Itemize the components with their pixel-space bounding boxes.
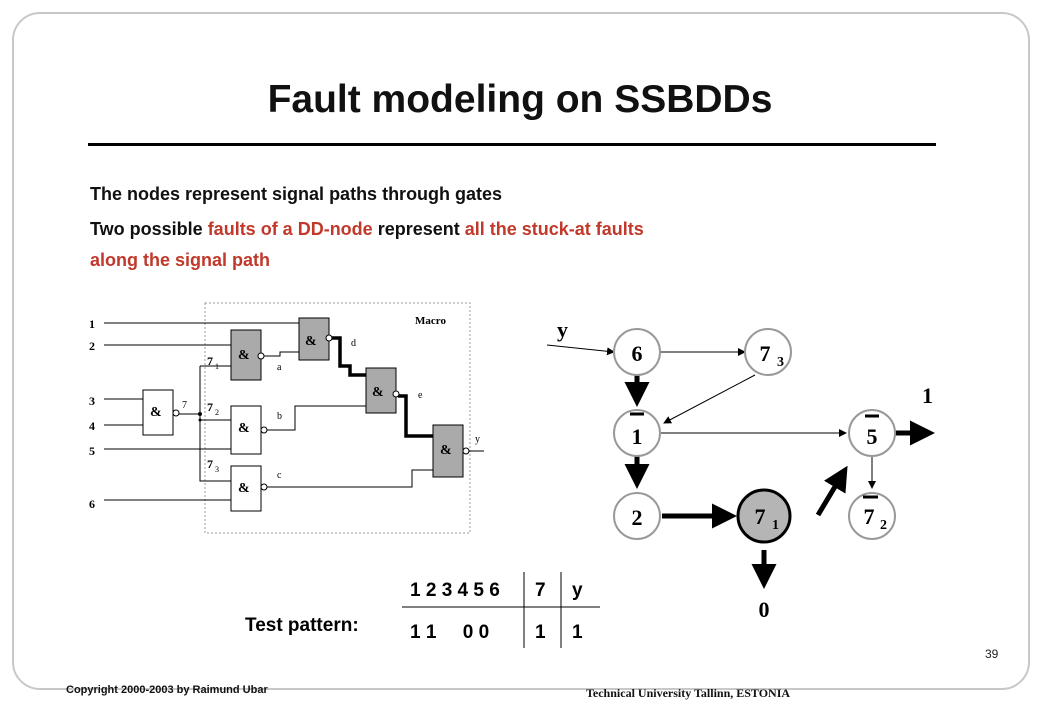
gate-7: [142, 389, 174, 436]
ssbdd-node-6-label: 6: [632, 341, 643, 366]
gate-b-label: &: [238, 421, 250, 436]
ssbdd-node-7-3-label: 7: [760, 341, 771, 366]
bullet-text-1: The nodes represent signal paths through…: [90, 184, 503, 204]
gate-c: [230, 465, 262, 512]
gate-circuit: Macro 1 2 3 4 5 6: [89, 302, 484, 534]
bullet-text-2: Two possible faults of a DD-node represe…: [90, 219, 644, 239]
gate-7-label: &: [150, 405, 162, 420]
test-pattern-header-inputs: 1 2 3 4 5 6: [410, 580, 500, 601]
branch-7-3-label: 7: [207, 457, 213, 471]
ssbdd-node-7-2-label: 7: [864, 504, 875, 529]
ssbdd-graph: y 6 7 3 1 5 2 7 1 7 2 1: [546, 317, 935, 622]
signal-e-label: e: [418, 390, 423, 401]
gate-a-label: &: [238, 348, 250, 363]
test-pattern-values-inputs: 1 1 0 0: [410, 622, 489, 643]
signal-y-label: y: [475, 434, 480, 445]
ssbdd-terminal-0: 0: [759, 597, 770, 622]
slide-title: Fault modeling on SSBDDs: [267, 78, 773, 121]
signal-d-label: d: [351, 338, 356, 349]
signal-c-label: c: [277, 470, 282, 481]
ssbdd-node-7-1-sub: 1: [772, 518, 779, 533]
input-label-5: 5: [89, 444, 95, 458]
ssbdd-node-2-label: 2: [632, 505, 643, 530]
slide-frame: [12, 12, 1030, 690]
ssbdd-node-5-label: 5: [867, 424, 878, 449]
input-label-1: 1: [89, 317, 95, 331]
ssbdd-node-7-2-sub: 2: [880, 518, 887, 533]
ssbdd-node-1: [613, 409, 661, 457]
copyright-notice: Copyright 2000-2003 by Raimund Ubar: [66, 684, 268, 696]
input-label-2: 2: [89, 339, 95, 353]
gate-a: [230, 329, 262, 381]
branch-7-1-sub: 1: [215, 362, 219, 371]
ssbdd-node-7-1-label: 7: [755, 504, 766, 529]
gate-c-label: &: [238, 481, 250, 496]
ssbdd-node-6: [613, 328, 661, 376]
ssbdd-node-7-3-sub: 3: [777, 355, 784, 370]
bullet-text-2-continued: along the signal path: [90, 250, 271, 270]
page-number: 39: [985, 647, 999, 661]
gate-y-label: &: [440, 443, 452, 458]
gate-e-label: &: [372, 385, 384, 400]
signal-7-label: 7: [182, 400, 187, 411]
branch-7-3-sub: 3: [215, 465, 219, 474]
signal-a-label: a: [277, 362, 282, 373]
ssbdd-node-7-1: [736, 488, 792, 544]
test-pattern-header-y: y: [572, 580, 583, 601]
input-label-3: 3: [89, 394, 95, 408]
gate-y: [432, 424, 464, 478]
test-pattern-value-7: 1: [535, 622, 546, 643]
ssbdd-node-2: [613, 492, 661, 540]
gate-d-label: &: [305, 334, 317, 349]
branch-7-2-label: 7: [207, 400, 213, 414]
ssbdd-node-1-label: 1: [632, 424, 643, 449]
ssbdd-terminal-1: 1: [922, 383, 933, 408]
signal-b-label: b: [277, 411, 282, 422]
input-label-4: 4: [89, 419, 95, 433]
title-underline: [88, 143, 936, 146]
test-pattern-label: Test pattern:: [245, 615, 359, 636]
test-pattern-value-y: 1: [572, 622, 583, 643]
ssbdd-node-7-2: [848, 492, 896, 540]
test-pattern-table: Test pattern: 1 2 3 4 5 6 7 y 1 1 0 0 1 …: [245, 572, 600, 648]
test-pattern-header-7: 7: [535, 580, 546, 601]
gate-d: [298, 317, 330, 361]
macro-boundary: [204, 302, 471, 534]
gate-e: [365, 367, 397, 414]
branch-7-1-label: 7: [207, 354, 213, 368]
ssbdd-output-label: y: [557, 317, 568, 342]
gate-b: [230, 405, 262, 455]
university-footer: Technical University Tallinn, ESTONIA: [586, 686, 791, 700]
macro-label: Macro: [415, 315, 446, 327]
ssbdd-node-5: [848, 409, 896, 457]
input-label-6: 6: [89, 497, 95, 511]
branch-7-2-sub: 2: [215, 408, 219, 417]
ssbdd-node-7-3: [744, 328, 792, 376]
